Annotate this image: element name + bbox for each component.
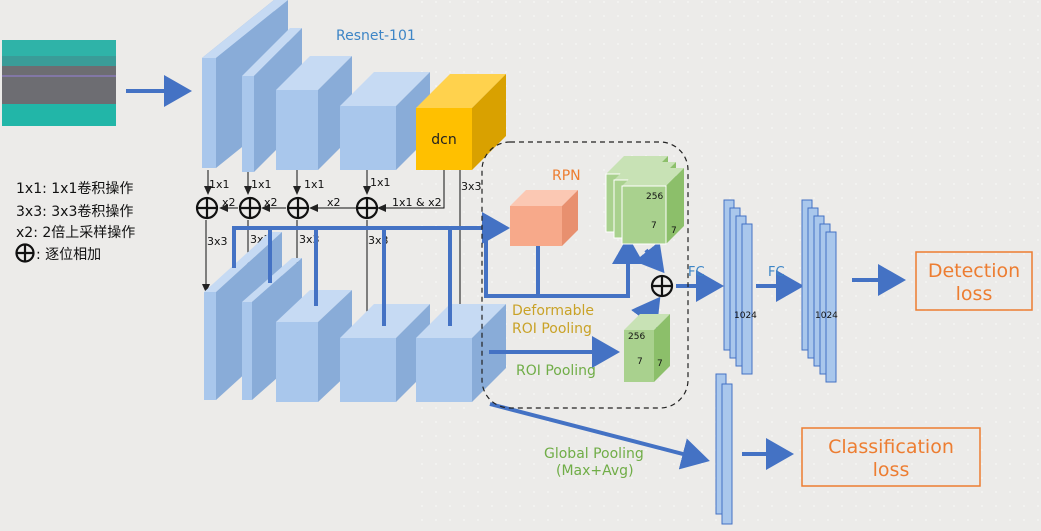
fpn-level-3 <box>276 290 352 402</box>
backbone-stage-4 <box>340 72 430 170</box>
legend-line-3: x2: 2倍上采样操作 <box>16 225 135 241</box>
add-icon-2 <box>238 196 262 220</box>
fpn-bus <box>232 212 906 470</box>
add-icon-4 <box>355 196 379 220</box>
rpn-block <box>510 190 578 246</box>
classification-loss-box: Classification loss <box>801 427 981 487</box>
legend: 1x1: 1x1卷积操作 3x3: 3x3卷积操作 x2: 2倍上采样操作 : … <box>15 181 135 263</box>
deformable-roi-features <box>605 156 684 245</box>
label-u2: x2 <box>264 196 278 209</box>
backbone-title: Resnet-101 <box>336 28 416 44</box>
dcn-block: dcn <box>416 74 506 170</box>
roi-width: 7 <box>651 221 657 231</box>
dcn-label: dcn <box>431 132 456 148</box>
roi2-height: 7 <box>657 359 663 369</box>
detection-loss-label-1: Detection <box>928 260 1020 282</box>
detection-loss-box: Detection loss <box>915 251 1033 311</box>
legend-line-1: 1x1: 1x1卷积操作 <box>16 181 133 197</box>
legend-line-2: 3x3: 3x3卷积操作 <box>16 204 133 220</box>
roi-features <box>624 314 670 382</box>
deformable-pool-label-2: ROI Pooling <box>512 321 592 337</box>
classification-loss-label-1: Classification <box>828 436 954 458</box>
label-u1: x2 <box>222 196 236 209</box>
fc-label-2: FC <box>768 265 785 280</box>
add-nodes <box>195 196 379 220</box>
legend-add-icon <box>15 243 35 263</box>
legend-line-4: : 逐位相加 <box>36 247 101 263</box>
fc1-dim: 1024 <box>734 311 757 321</box>
roi-pool-label: ROI Pooling <box>516 363 596 379</box>
roi2-width: 7 <box>637 357 643 367</box>
label-c2: 1x1 <box>251 178 272 191</box>
global-pool-features <box>715 373 733 525</box>
input-image <box>2 40 116 126</box>
label-c1: 1x1 <box>209 178 230 191</box>
fc-add-icon <box>650 274 674 298</box>
fpn-level-5 <box>416 304 506 402</box>
label-c4: 1x1 <box>370 176 391 189</box>
classification-loss-label-2: loss <box>873 459 910 481</box>
roi-region-outline <box>481 141 689 409</box>
global-pool-label-1: Global Pooling <box>544 446 644 462</box>
label-merge: 1x1 & x2 <box>392 196 442 209</box>
label-u3: x2 <box>327 196 341 209</box>
fc-label-1: FC <box>688 265 705 280</box>
fc-stack-1 <box>723 199 753 375</box>
global-pool-label-2: (Max+Avg) <box>556 463 634 479</box>
fc-stack-2 <box>801 199 837 383</box>
label-c3: 1x1 <box>304 178 325 191</box>
fc2-dim: 1024 <box>815 311 838 321</box>
label-d1: 3x3 <box>207 235 228 248</box>
roi-channels: 256 <box>646 192 663 202</box>
roi2-channels: 256 <box>628 332 645 342</box>
detection-loss-label-2: loss <box>956 283 993 305</box>
label-d5: 3x3 <box>461 180 482 193</box>
deformable-pool-label-1: Deformable <box>512 303 594 319</box>
add-icon-3 <box>286 196 310 220</box>
rpn-label: RPN <box>552 168 581 184</box>
roi-height: 7 <box>671 226 677 236</box>
add-icon-1 <box>195 196 219 220</box>
